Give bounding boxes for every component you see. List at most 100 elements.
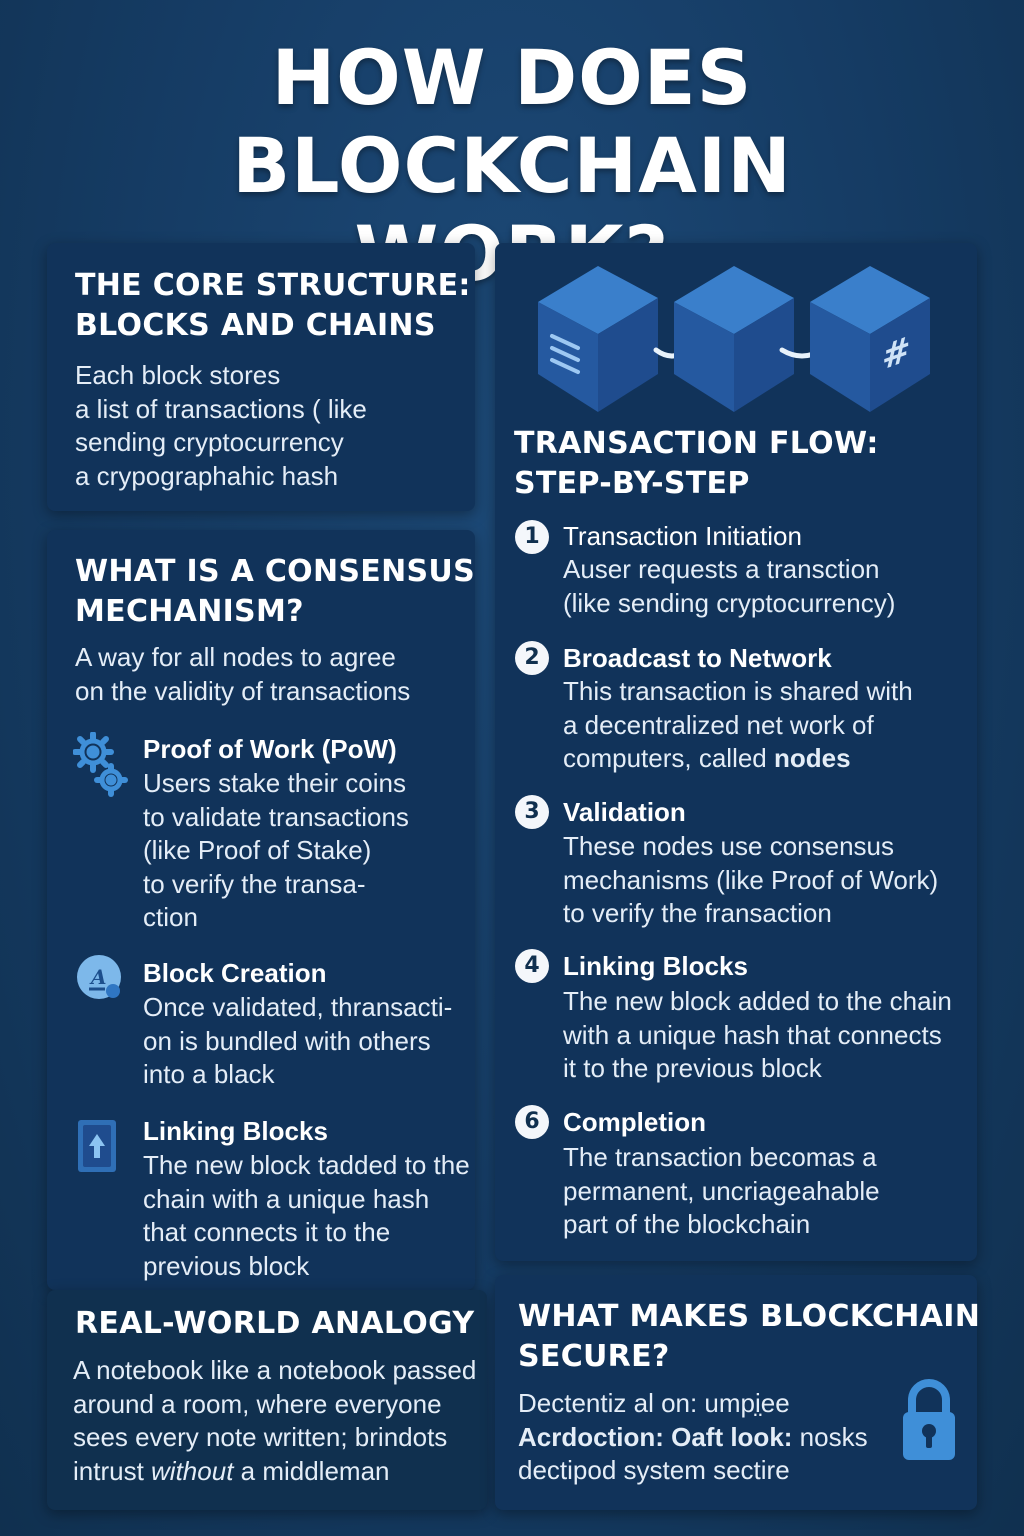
step-line: to verify the fransaction <box>563 898 832 928</box>
security-line: Acrdoction: Oaft look: nosks <box>518 1421 868 1455</box>
step-number-badge: 2 <box>515 641 549 675</box>
step-line: (like sending cryptocurrency) <box>563 587 896 618</box>
step-line: part of the blockchain <box>563 1209 811 1239</box>
consensus-item-line: that connects it to the <box>143 1217 391 1247</box>
security-heading-line-1: WHAT MAKES BLOCKCHAIN <box>518 1299 981 1334</box>
page-title-line-1: HOW DOES BLOCKCHAIN <box>232 33 792 210</box>
step-title: Transaction Initiation <box>563 521 802 551</box>
step-line: permanent, uncriageahable <box>563 1175 880 1206</box>
analogy-line-end: a middleman <box>233 1455 390 1486</box>
security-line: Dectentiz al on: umpi̤ee <box>518 1388 790 1418</box>
block-creation-icon: A <box>77 955 121 999</box>
consensus-item-text: Once validated, thransacti- on is bundle… <box>143 991 452 1092</box>
security-body: Dectentiz al on: umpi̤ee Acrdoction: Oaf… <box>518 1387 868 1488</box>
consensus-item-line: to verify the transa- <box>143 868 366 899</box>
block-cube <box>538 266 658 412</box>
analogy-line: A notebook like a notebook passed <box>73 1355 477 1385</box>
step-number-badge: 4 <box>515 949 549 983</box>
block-creation-glyph: A <box>89 965 107 989</box>
analogy-line-start: intrust <box>73 1455 152 1486</box>
consensus-item-text: Users stake their coins to validate tran… <box>143 767 409 935</box>
analogy-body: A notebook like a notebook passed around… <box>73 1354 476 1488</box>
step-title: Completion <box>563 1107 706 1137</box>
core-structure-line: Each block stores <box>75 360 281 390</box>
consensus-item-line: previous block <box>143 1250 310 1281</box>
transaction-flow-heading: TRANSACTION FLOW: STEP-BY-STEP <box>514 424 879 504</box>
block-upload-icon <box>78 1120 116 1172</box>
block-cube <box>674 266 794 412</box>
step-number-badge: 1 <box>515 520 549 554</box>
consensus-item-line: into a black <box>143 1059 275 1089</box>
security-line-rest: nosks <box>792 1421 868 1452</box>
transaction-flow-panel <box>495 243 977 1261</box>
step-text: Auser requests a transction (like sendin… <box>563 553 895 620</box>
block-cube: # <box>810 266 930 412</box>
transaction-flow-heading-line-2: STEP-BY-STEP <box>514 466 750 501</box>
consensus-item-line: to validate transactions <box>143 801 409 832</box>
step-number-badge: 6 <box>515 1105 549 1139</box>
consensus-item-line: The new block tadded to the <box>143 1150 470 1180</box>
lines-icon <box>550 334 580 374</box>
step-line: computers, called nodes <box>563 742 913 776</box>
consensus-panel <box>47 530 475 1290</box>
gears-icon <box>73 732 128 797</box>
security-panel <box>495 1275 977 1510</box>
core-structure-heading-line-2: BLOCKS AND CHAINS <box>75 308 436 343</box>
consensus-intro: A way for all nodes to agree on the vali… <box>75 641 410 708</box>
consensus-item-line: on is bundled with others <box>143 1025 431 1056</box>
step-line: mechanisms (like Proof of Work) <box>563 864 939 895</box>
step-text: The new block added to the chain with a … <box>563 985 952 1086</box>
step-text: The transaction becomas a permanent, unc… <box>563 1141 880 1242</box>
core-structure-heading-line-1: THE CORE STRUCTURE: <box>75 268 471 303</box>
core-structure-panel <box>47 243 475 511</box>
step-line: These nodes use consensus <box>563 831 894 861</box>
core-structure-line: a list of transactions ( like <box>75 393 367 424</box>
consensus-intro-line: on the validity of transactions <box>75 675 411 706</box>
consensus-item-line: Users stake their coins <box>143 768 406 798</box>
padlock-icon <box>903 1379 955 1460</box>
consensus-item-line: ction <box>143 902 198 932</box>
security-heading-line-2: SECURE? <box>518 1339 670 1374</box>
step-text: This transaction is shared with a decent… <box>563 675 913 776</box>
security-line-bold: Acrdoction: Oaft look: <box>518 1421 793 1452</box>
analogy-emphasis: without <box>151 1455 234 1486</box>
consensus-intro-line: A way for all nodes to agree <box>75 642 396 672</box>
consensus-item-line: (like Proof of Stake) <box>143 835 372 865</box>
consensus-item-line: Once validated, thransacti- <box>143 992 453 1022</box>
blockchain-illustration: # <box>538 266 930 412</box>
security-heading: WHAT MAKES BLOCKCHAIN SECURE? <box>518 1297 980 1377</box>
core-structure-line: sending cryptocurrency <box>75 427 344 457</box>
consensus-item-line: chain with a unique hash <box>143 1183 430 1214</box>
analogy-line: around a room, where everyone <box>73 1388 442 1419</box>
analogy-line: sees every note written; brindots <box>73 1422 448 1452</box>
analogy-line: intrust without a middleman <box>73 1455 476 1489</box>
analogy-heading: REAL-WORLD ANALOGY <box>75 1306 475 1341</box>
step-text: These nodes use consensus mechanisms (li… <box>563 830 938 931</box>
step-line: The new block added to the chain <box>563 986 952 1016</box>
consensus-item-title: Proof of Work (PoW) <box>143 734 397 764</box>
step-line: This transaction is shared with <box>563 676 913 706</box>
step-line: with a unique hash that connects <box>563 1019 942 1050</box>
consensus-item-title: Linking Blocks <box>143 1116 328 1146</box>
core-structure-line: a crypographahic hash <box>75 460 339 491</box>
core-structure-body: Each block stores a list of transactions… <box>75 359 367 493</box>
step-line: The transaction becomas a <box>563 1142 877 1172</box>
step-title: Linking Blocks <box>563 951 748 981</box>
consensus-heading-line-2: MECHANISM? <box>75 594 304 629</box>
security-line: dectipod system sectire <box>518 1455 790 1485</box>
step-line-bold: nodes <box>773 743 851 773</box>
consensus-heading: WHAT IS A CONSENSUS MECHANISM? <box>75 552 475 632</box>
consensus-item-text: The new block tadded to the chain with a… <box>143 1149 470 1283</box>
step-line: a decentralized net work of <box>563 709 874 740</box>
step-line-start: computers, called <box>563 743 774 773</box>
core-structure-heading: THE CORE STRUCTURE: BLOCKS AND CHAINS <box>75 266 471 346</box>
analogy-panel <box>47 1290 487 1510</box>
step-line: it to the previous block <box>563 1053 822 1083</box>
step-number-badge: 3 <box>515 795 549 829</box>
consensus-heading-line-1: WHAT IS A CONSENSUS <box>75 554 475 589</box>
step-line: Auser requests a transction <box>563 554 880 584</box>
consensus-item-title: Block Creation <box>143 958 327 988</box>
step-title: Broadcast to Network <box>563 643 832 673</box>
transaction-flow-heading-line-1: TRANSACTION FLOW: <box>514 426 879 461</box>
step-title: Validation <box>563 797 686 827</box>
